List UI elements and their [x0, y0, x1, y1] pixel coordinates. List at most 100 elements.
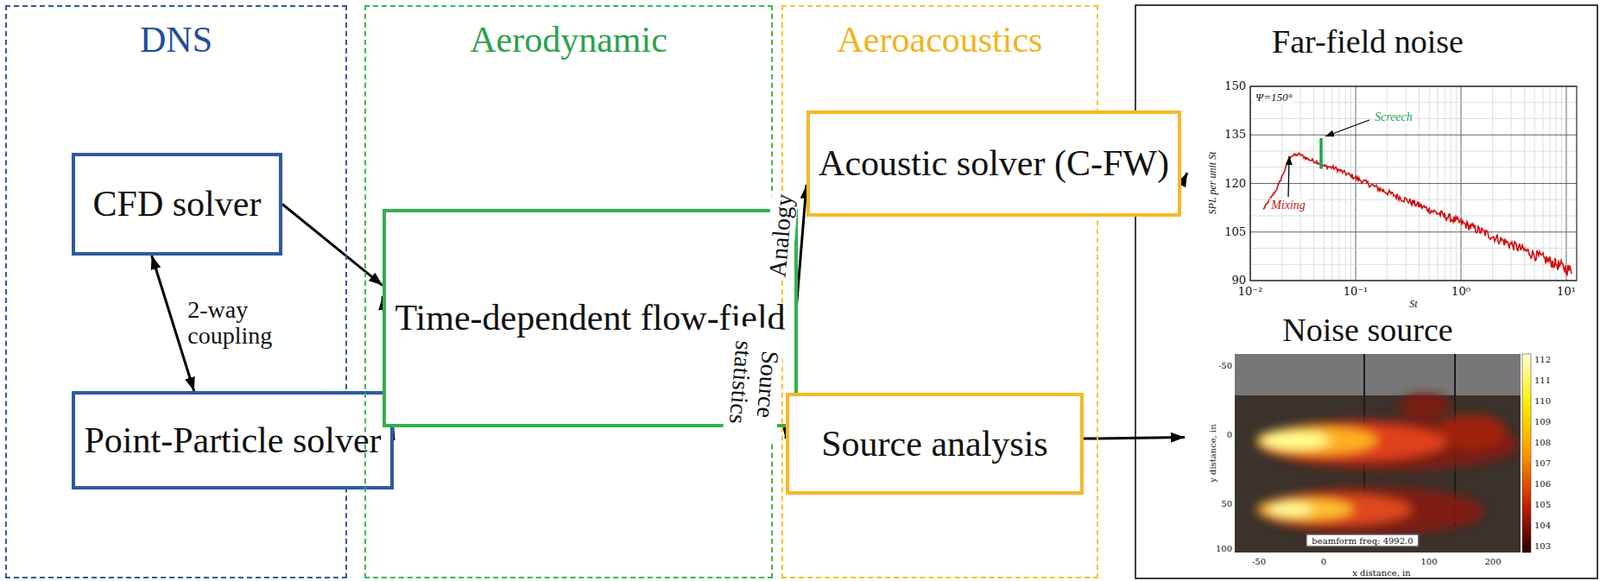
flow-arrow	[382, 296, 394, 441]
panel-heading: Aeroacoustics	[783, 19, 1097, 60]
process-box: Acoustic solver (C-FW)	[806, 110, 1182, 217]
panel-heading: Noise source	[1184, 312, 1551, 349]
axis-title: x distance, in	[1352, 568, 1411, 578]
panel-heading: Far-field noise	[1187, 24, 1549, 61]
box-label: Acoustic solver (C-FW)	[818, 143, 1170, 184]
stage-panel: Acoustic solver (C-FW)Source analysisAer…	[781, 5, 1099, 579]
flow-arrow	[1083, 437, 1185, 440]
edge-label: Analogy	[765, 190, 799, 282]
noise-blobs	[1256, 393, 1520, 536]
colorbar-tick: 107	[1534, 458, 1551, 468]
colorbar-tick: 103	[1534, 541, 1551, 551]
screech-tone	[1319, 138, 1323, 170]
edge-label: Source statistics	[722, 325, 785, 443]
stage-panel: CFD solverPoint-Particle solverDNS	[5, 5, 348, 579]
blob	[1437, 414, 1507, 450]
flow-arrow	[1181, 172, 1188, 185]
axis-tick: 0	[1321, 556, 1327, 567]
pointer-arrow	[1325, 120, 1370, 137]
grid-line	[1250, 183, 1577, 184]
colorbar-tick: 111	[1534, 375, 1551, 386]
blob	[1256, 493, 1412, 525]
output-panel	[1135, 5, 1598, 579]
grid-line	[1250, 166, 1577, 168]
panel-heading: DNS	[6, 19, 346, 60]
blob	[1260, 431, 1330, 450]
stage-panel: Time-dependent flow-fieldAerodynamic	[364, 5, 773, 579]
axis-tick: -50	[1252, 556, 1266, 567]
frequency-tag: beamform freq: 4992.0	[1305, 534, 1419, 548]
flow-arrow	[282, 204, 383, 286]
grid-line	[1250, 247, 1577, 249]
axis-tick: 0	[1226, 430, 1233, 440]
beamform-map	[1234, 354, 1521, 553]
plot-area	[1250, 86, 1577, 281]
output-heading-box: Far-field noise	[1187, 24, 1585, 281]
map-ground	[1234, 354, 1521, 553]
axis-tick: 10⁻¹	[1343, 285, 1369, 298]
blob	[1258, 499, 1354, 520]
box-label: Source analysis	[821, 423, 1048, 464]
colorbar-tick: 108	[1534, 437, 1551, 448]
axis-title: SPL per unit St	[1207, 151, 1219, 216]
axis-tick: 150	[1224, 80, 1246, 93]
angle-label: Ψ=150°	[1253, 91, 1295, 104]
blob	[1398, 393, 1451, 418]
blob	[1269, 503, 1313, 516]
axis-tick: 105	[1224, 226, 1246, 239]
colorbar-tick: 104	[1534, 520, 1551, 531]
flow-arrow	[151, 255, 195, 392]
grid-line	[1250, 264, 1577, 266]
colorbar-tick: 112	[1534, 354, 1551, 365]
axis-tick: 100	[1215, 543, 1233, 554]
output-heading-box: Noise source	[1184, 312, 1591, 553]
plot-frame	[1250, 86, 1577, 281]
pointer-arrow	[1288, 156, 1290, 197]
process-box: Time-dependent flow-field	[382, 208, 798, 428]
edge-label: 2-way coupling	[184, 297, 311, 351]
process-box: CFD solver	[71, 152, 283, 256]
box-label: Point-Particle solver	[83, 420, 381, 461]
axis-tick: 10⁻²	[1238, 285, 1264, 298]
axis-tick: 90	[1231, 274, 1246, 287]
panel-heading: Aerodynamic	[366, 19, 772, 60]
blob	[1256, 426, 1378, 455]
process-box: Source analysis	[785, 392, 1084, 495]
grid-line	[1250, 231, 1577, 233]
axis-title: St	[1409, 298, 1417, 310]
axis-tick: 50	[1220, 499, 1233, 509]
grid-line	[1250, 151, 1577, 152]
colorbar-tick: 109	[1534, 417, 1551, 427]
flow-arrow	[785, 290, 798, 439]
grid-line	[1250, 199, 1577, 201]
grid-line	[1250, 134, 1577, 136]
color-bar	[1522, 354, 1531, 553]
map-backdrop	[1234, 354, 1521, 396]
callout-label: Screech	[1372, 110, 1415, 124]
colorbar-tick: 110	[1534, 396, 1551, 406]
axis-tick: 10⁰	[1451, 285, 1471, 298]
axis-tick: 200	[1484, 556, 1501, 567]
axis-tick: 100	[1420, 556, 1437, 567]
callout-label: Mixing	[1269, 198, 1308, 212]
box-label: Time-dependent flow-field	[394, 297, 785, 338]
colorbar-tick: 106	[1534, 479, 1551, 489]
axis-tick: 120	[1224, 177, 1246, 190]
axis-tick: -50	[1218, 360, 1233, 371]
flow-arrow	[797, 184, 807, 291]
grid-line	[1250, 101, 1577, 103]
axis-tick: 10¹	[1556, 285, 1576, 298]
process-box: Point-Particle solver	[71, 391, 394, 490]
grid-line	[1250, 215, 1577, 217]
axis-tick: 135	[1224, 128, 1246, 141]
spectrum-curve	[1263, 153, 1572, 276]
spectrum-plot	[1250, 86, 1577, 281]
blob	[1256, 423, 1447, 462]
grid-line	[1250, 118, 1577, 120]
colorbar-tick: 105	[1534, 499, 1551, 510]
box-label: CFD solver	[93, 183, 262, 224]
